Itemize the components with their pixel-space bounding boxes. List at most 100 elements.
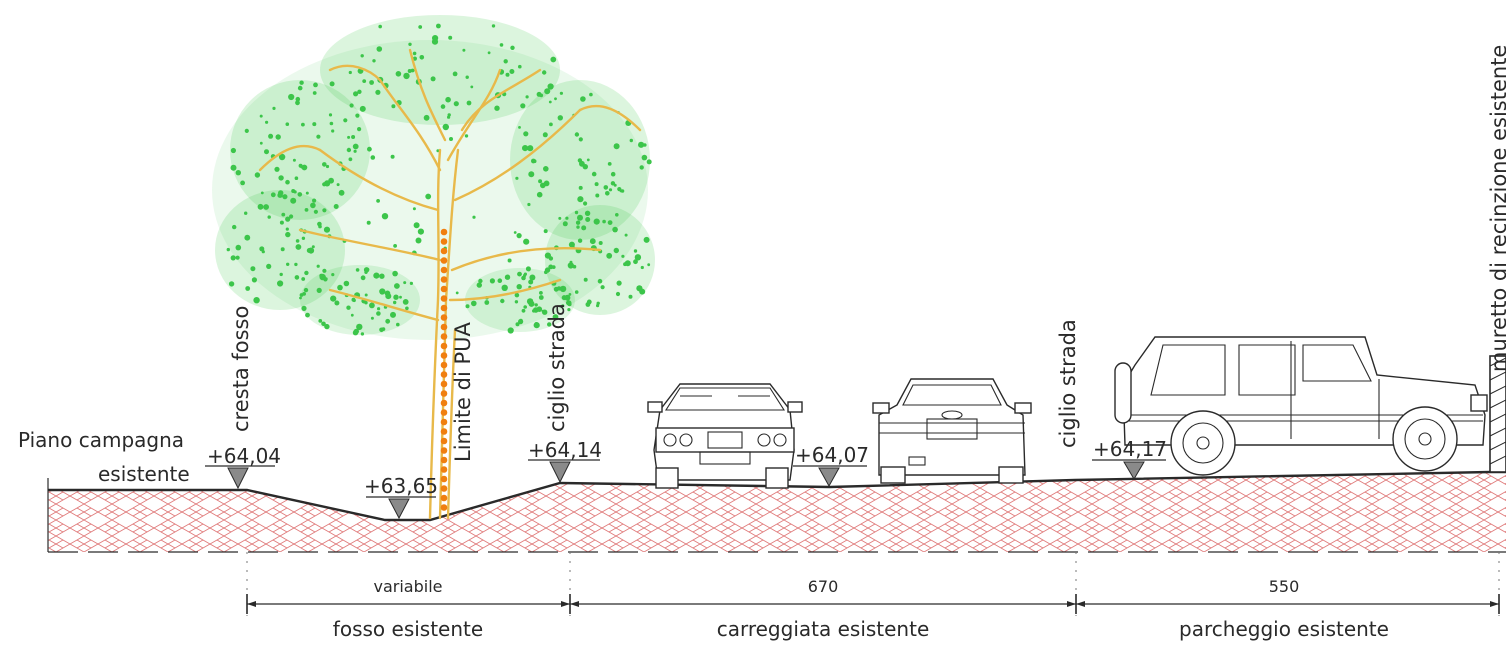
leaf-dot (582, 164, 588, 170)
leaf-dot (613, 183, 617, 187)
leaf-dot (370, 155, 376, 160)
pua-limit-dot (440, 342, 448, 350)
ciglio-strada-left-label: ciglio strada (545, 303, 569, 432)
leaf-dot (516, 284, 522, 290)
pua-limit-dot (440, 409, 448, 416)
leaf-dot (378, 24, 383, 29)
leaf-dot (351, 135, 356, 139)
leaf-dot (522, 145, 529, 152)
leaf-dot (564, 294, 571, 301)
pua-limit-dot (440, 494, 448, 502)
leaf-dot (343, 280, 350, 287)
leaf-dot (369, 302, 375, 309)
leaf-dot (528, 279, 534, 285)
pua-limit-dot (440, 295, 448, 302)
leaf-dot (624, 233, 628, 237)
leaf-dot (598, 241, 603, 245)
leaf-dot (534, 303, 538, 307)
leaf-dot (376, 46, 383, 52)
leaf-dot (324, 323, 330, 330)
leaf-dot (577, 214, 583, 221)
leaf-dot (301, 305, 307, 311)
leaf-dot (337, 284, 343, 291)
leaf-dot (600, 285, 605, 290)
leaf-dot (278, 190, 284, 196)
leaf-dot (548, 264, 554, 270)
leaf-dot (366, 220, 371, 225)
pua-limit-dot (440, 266, 448, 274)
leaf-dot (230, 255, 236, 261)
leaf-dot (409, 281, 413, 285)
pua-limit-dot (440, 466, 448, 473)
leaf-dot (544, 88, 551, 95)
leaf-dot (318, 319, 323, 323)
leaf-dot (596, 304, 600, 308)
leaf-dot (328, 113, 333, 117)
leaf-dot (643, 143, 647, 147)
leaf-dot (376, 311, 381, 316)
elevation-marker-carreggiata: +64,07 (793, 443, 869, 488)
leaf-dot (305, 191, 309, 195)
leaf-dot (311, 245, 315, 249)
leaf-dot (628, 294, 633, 299)
leaf-dot (301, 122, 305, 127)
elevation-label: +64,04 (207, 444, 281, 468)
leaf-dot (377, 307, 381, 311)
leaf-dot (608, 188, 613, 192)
piano-campagna-label-2: esistente (98, 462, 190, 486)
leaf-dot (408, 42, 412, 46)
leaf-dot (281, 212, 286, 217)
leaf-dot (539, 291, 543, 295)
leaf-dot (399, 295, 402, 299)
leaf-dot (301, 277, 306, 281)
leaf-dot (278, 153, 286, 161)
leaf-dot (349, 103, 354, 108)
tree-trunk (258, 48, 642, 520)
leaf-dot (589, 92, 593, 97)
leaf-dot (643, 236, 650, 243)
leaf-dot (260, 191, 264, 195)
leaf-dot (574, 210, 579, 215)
leaf-dot (347, 135, 351, 139)
leaf-dot (297, 192, 303, 197)
leaf-dot (295, 239, 300, 243)
leaf-dot (602, 219, 606, 224)
leaf-dot (531, 158, 536, 164)
leaf-dot (646, 159, 652, 165)
pua-limit-dot (440, 456, 448, 464)
leaf-dot (615, 213, 619, 217)
leaf-dot (357, 127, 362, 132)
elevation-marker-fosso: +63,65 (364, 474, 438, 520)
leaf-dot (510, 45, 515, 50)
leaf-dot (553, 286, 559, 292)
leaf-dot (357, 89, 362, 95)
leaf-dot (489, 278, 495, 284)
pua-limit-dot (440, 333, 448, 340)
leaf-dot (253, 297, 260, 304)
pua-limit-dot (440, 447, 448, 454)
leaf-dot (285, 231, 291, 238)
leaf-dot (254, 172, 261, 178)
leaf-dot (523, 305, 527, 309)
leaf-dot (576, 225, 580, 229)
leaf-dot (520, 103, 526, 109)
leaf-dot (523, 131, 529, 137)
leaf-dot (500, 298, 505, 304)
leaf-dot (385, 318, 391, 324)
dimension-chain (246, 552, 1500, 616)
leaf-dot (367, 146, 372, 152)
sedan-car-icon (647, 383, 803, 489)
leaf-dot (312, 122, 317, 127)
leaf-dot (523, 238, 530, 245)
ciglio-strada-right-label: ciglio strada (1056, 319, 1080, 448)
leaf-dot (436, 23, 441, 29)
leaf-dot (552, 314, 559, 320)
leaf-dot (235, 255, 240, 260)
leaf-dot (395, 71, 402, 77)
leaf-dot (412, 207, 416, 211)
leaf-dot (407, 69, 412, 73)
leaf-dot (376, 199, 380, 203)
leaf-dot (322, 162, 327, 167)
leaf-dot (300, 165, 304, 169)
leaf-dot (230, 164, 237, 171)
